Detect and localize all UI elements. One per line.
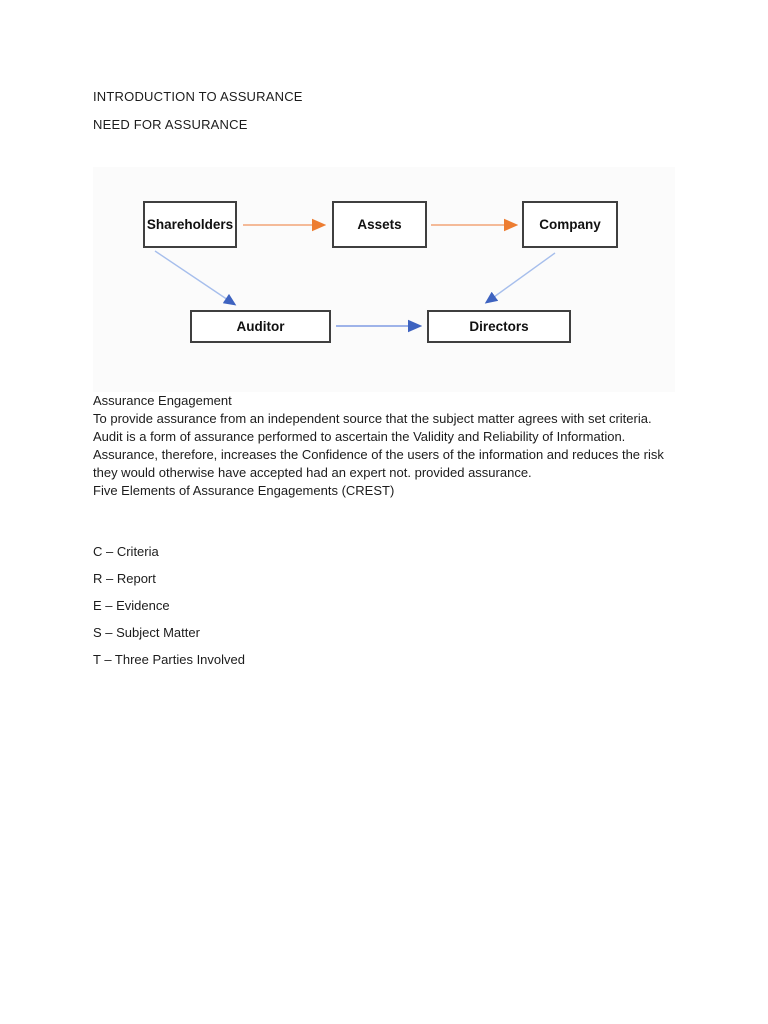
node-label: Assets bbox=[357, 217, 402, 232]
arrow-shareholders-auditor bbox=[154, 250, 237, 306]
document-page: INTRODUCTION TO ASSURANCE NEED FOR ASSUR… bbox=[93, 89, 675, 669]
diagram-node-auditor: Auditor bbox=[190, 310, 331, 343]
node-label: Company bbox=[539, 217, 601, 232]
assurance-engagement-definition: To provide assurance from an independent… bbox=[93, 411, 652, 426]
diagram-node-directors: Directors bbox=[427, 310, 571, 343]
diagram-arrows bbox=[154, 218, 556, 333]
crest-item-subject-matter: S – Subject Matter bbox=[93, 625, 200, 640]
diagram-node-shareholders: Shareholders bbox=[143, 201, 237, 248]
audit-description-paragraph: Audit is a form of assurance performed t… bbox=[93, 429, 664, 480]
crest-item-evidence: E – Evidence bbox=[93, 598, 170, 613]
crest-list: C – Criteria R – Report E – Evidence S –… bbox=[93, 543, 675, 669]
assurance-relationship-diagram: Shareholders Assets Company Auditor Dire… bbox=[93, 167, 675, 392]
node-label: Auditor bbox=[236, 319, 285, 334]
diagram-node-company: Company bbox=[522, 201, 618, 248]
document-subtitle: NEED FOR ASSURANCE bbox=[93, 117, 248, 132]
crest-item-report: R – Report bbox=[93, 571, 156, 586]
arrow-company-directors bbox=[484, 252, 556, 304]
diagram-node-assets: Assets bbox=[332, 201, 427, 248]
node-label: Shareholders bbox=[146, 217, 234, 232]
document-title: INTRODUCTION TO ASSURANCE bbox=[93, 89, 303, 104]
crest-item-three-parties: T – Three Parties Involved bbox=[93, 652, 245, 667]
assurance-engagement-heading: Assurance Engagement bbox=[93, 393, 232, 408]
node-label: Directors bbox=[469, 319, 529, 334]
crest-item-criteria: C – Criteria bbox=[93, 544, 159, 559]
crest-heading: Five Elements of Assurance Engagements (… bbox=[93, 483, 395, 498]
